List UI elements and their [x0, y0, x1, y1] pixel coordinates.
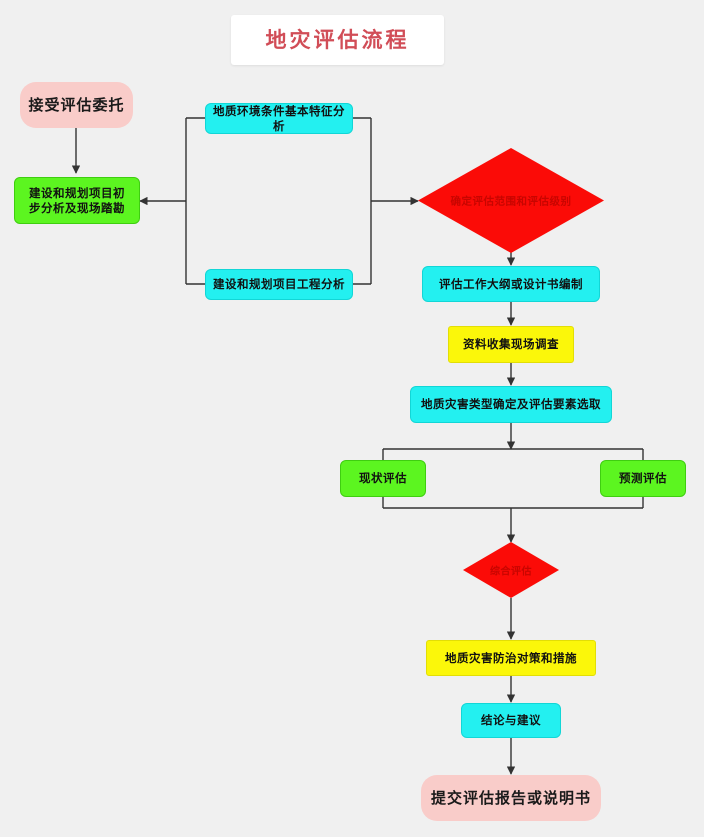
node-forecast-assessment[interactable]: 预测评估 — [600, 460, 686, 497]
node-data-field-survey-label: 资料收集现场调查 — [463, 337, 559, 352]
node-comprehensive-assessment-label: 综合评估 — [490, 566, 532, 578]
node-engineering-analysis-label: 建设和规划项目工程分析 — [213, 277, 345, 292]
node-current-assessment[interactable]: 现状评估 — [340, 460, 426, 497]
node-hazard-type-factors[interactable]: 地质灾害类型确定及评估要素选取 — [410, 386, 612, 423]
chart-title: 地灾评估流程 — [231, 15, 444, 65]
node-geo-environment[interactable]: 地质环境条件基本特征分析 — [205, 103, 353, 134]
node-geo-environment-label: 地质环境条件基本特征分析 — [213, 104, 345, 133]
node-comprehensive-assessment[interactable]: 综合评估 — [463, 542, 559, 598]
node-accept-commission-label: 接受评估委托 — [28, 95, 125, 114]
node-outline-design[interactable]: 评估工作大纲或设计书编制 — [422, 266, 600, 302]
node-prevention-measures[interactable]: 地质灾害防治对策和措施 — [426, 640, 596, 676]
node-scope-and-level-label: 确定评估范围和评估级别 — [450, 195, 572, 207]
node-submit-report-label: 提交评估报告或说明书 — [430, 788, 591, 807]
node-submit-report[interactable]: 提交评估报告或说明书 — [421, 775, 601, 821]
node-engineering-analysis[interactable]: 建设和规划项目工程分析 — [205, 269, 353, 300]
node-conclusion-suggestion[interactable]: 结论与建议 — [461, 703, 561, 738]
node-prevention-measures-label: 地质灾害防治对策和措施 — [445, 650, 577, 665]
node-scope-and-level[interactable]: 确定评估范围和评估级别 — [418, 148, 604, 253]
node-hazard-type-factors-label: 地质灾害类型确定及评估要素选取 — [421, 397, 601, 412]
node-outline-design-label: 评估工作大纲或设计书编制 — [439, 276, 583, 291]
node-conclusion-suggestion-label: 结论与建议 — [481, 713, 541, 728]
node-accept-commission[interactable]: 接受评估委托 — [20, 82, 133, 128]
node-current-assessment-label: 现状评估 — [359, 471, 407, 486]
chart-title-text: 地灾评估流程 — [265, 27, 410, 52]
node-preliminary-analysis-label: 建设和规划项目初 步分析及现场踏勘 — [29, 186, 125, 215]
node-forecast-assessment-label: 预测评估 — [619, 471, 667, 486]
node-data-field-survey[interactable]: 资料收集现场调查 — [448, 326, 574, 363]
node-preliminary-analysis[interactable]: 建设和规划项目初 步分析及现场踏勘 — [14, 177, 140, 224]
